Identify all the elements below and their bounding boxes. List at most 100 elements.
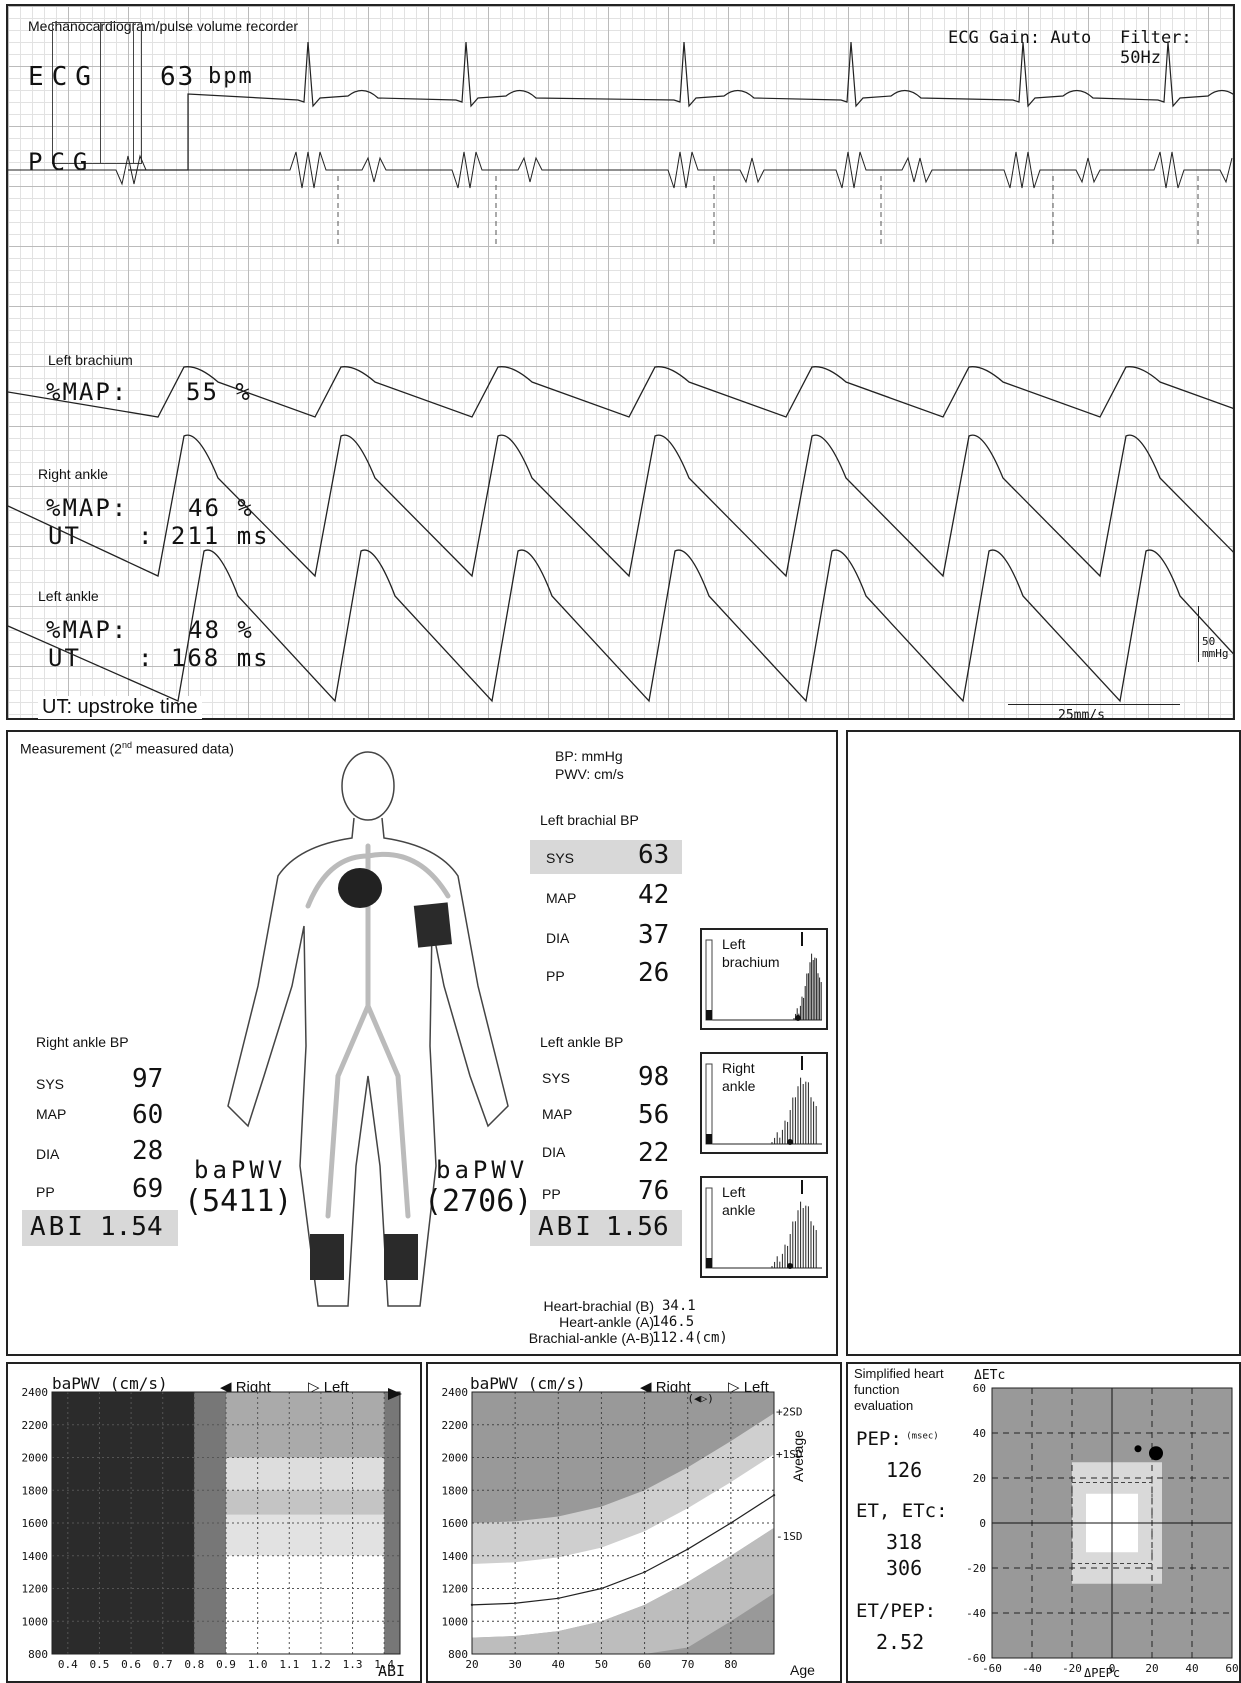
left-brachium-label: Left brachium	[48, 352, 133, 368]
mini-point	[795, 1015, 801, 1021]
ecg-calibration-box	[52, 22, 134, 164]
pressure-scale-label: 50 mmHg	[1202, 635, 1229, 660]
chart2-ytick-1200: 1200	[442, 1583, 469, 1596]
right-ankle-ut-value: : 211 ms	[138, 522, 270, 550]
chart2-band-label-0: +2SD	[776, 1406, 803, 1419]
left-ankle-trace	[8, 549, 1233, 703]
units-pwv: PWV: cm/s	[555, 766, 624, 782]
chart-heart-panel: Simplified heart function evaluation PEP…	[846, 1362, 1241, 1683]
right-ankle-sys: 97	[132, 1064, 164, 1094]
right-ankle-sys-label: SYS	[36, 1076, 65, 1092]
chart2-xtick-60: 60	[638, 1658, 651, 1671]
right-abi-box	[22, 1210, 178, 1246]
distance-brachial-ankle-label: Brachial-ankle (A-B)	[528, 1330, 654, 1346]
chart3-ytick--20: -20	[966, 1562, 986, 1575]
mini-level-fill	[706, 1134, 712, 1144]
chart1-ytick-2000: 2000	[22, 1452, 49, 1465]
ecg-calibration-box-2	[100, 22, 142, 164]
left-brachial-sys-label: SYS	[546, 850, 575, 866]
bapwv-left-label: baPWV	[436, 1156, 529, 1184]
abi-border-zone	[194, 1392, 226, 1654]
pcg-trace	[8, 151, 1233, 189]
chart2-xtick-70: 70	[681, 1658, 694, 1671]
right-ankle-cuff	[310, 1234, 344, 1280]
right-ankle-map-value: 46 %	[188, 494, 254, 522]
left-brachial-dia: 37	[638, 920, 670, 950]
chart2-ytick-1400: 1400	[442, 1550, 469, 1563]
mini-chart-1-bars	[705, 932, 822, 1021]
left-brachium-trace	[8, 366, 1233, 418]
chart2-xtick-50: 50	[595, 1658, 608, 1671]
pwv-high-zone	[226, 1392, 385, 1458]
chart2-ytick-1600: 1600	[442, 1517, 469, 1530]
distance-brachial-ankle: 112.4(cm)	[652, 1330, 728, 1346]
mini-chart-1-line2: brachium	[722, 954, 780, 970]
mini-chart-1-line1: Left	[722, 936, 746, 952]
left-ankle-map-value: 48 %	[188, 616, 254, 644]
chart2-xtick-30: 30	[509, 1658, 522, 1671]
chart3-ratio-label: ET/PEP:	[856, 1600, 937, 1622]
chart2-xtick-40: 40	[552, 1658, 565, 1671]
chart2-band-1sd	[472, 1454, 774, 1638]
chart3-xtick-60: 60	[1225, 1662, 1238, 1675]
right-ankle-map: 60	[132, 1100, 164, 1130]
ecg-trace	[187, 41, 1233, 108]
chart1-xtick-0.8: 0.8	[184, 1658, 204, 1671]
distance-heart-brachial: 34.1	[662, 1298, 696, 1314]
arm-cuff	[413, 902, 452, 948]
units-bp: BP: mmHg	[555, 748, 623, 764]
left-ankle-map-label: MAP	[542, 1106, 573, 1122]
measurement-panel: Measurement (2nd measured data) BP: mmHg…	[6, 730, 838, 1356]
left-abi-box	[530, 1210, 682, 1246]
chart3-title: Simplified heart function evaluation	[854, 1366, 944, 1413]
left-brachial-title: Left brachial BP	[540, 812, 639, 828]
mini-level-fill	[706, 1010, 712, 1020]
mini-level-fill	[706, 1258, 712, 1268]
chart1-ytick-1000: 1000	[22, 1615, 49, 1628]
chart1-ytick-2400: 2400	[22, 1386, 49, 1399]
chart2-frame	[471, 1391, 775, 1655]
left-brachial-pp: 26	[638, 958, 670, 988]
chart2-ytick-1000: 1000	[442, 1615, 469, 1628]
chart3-xtick-40: 40	[1185, 1662, 1198, 1675]
right-ankle-map-label: %MAP:	[46, 494, 129, 522]
left-ankle-dia-label: DIA	[542, 1144, 566, 1160]
chart3-ylabel: ΔETc	[974, 1368, 1006, 1383]
mini-chart-2-line1: Right	[722, 1060, 755, 1076]
chart2-band-below	[472, 1527, 774, 1654]
chart1-xtick-0.6: 0.6	[121, 1658, 141, 1671]
mini-point	[787, 1139, 793, 1145]
chart3-pep-unit: (msec)	[906, 1431, 939, 1442]
pwv-mid2-zone	[226, 1490, 385, 1515]
ecg-label: ECG	[28, 62, 99, 92]
right-ankle-dia-label: DIA	[36, 1146, 60, 1162]
chart1-xtick-1.2: 1.2	[311, 1658, 331, 1671]
chart3-et-label: ET, ETc:	[856, 1500, 948, 1522]
mini-point	[787, 1263, 793, 1269]
left-ankle-pp-label: PP	[542, 1186, 561, 1202]
chart1-offscale-marker	[388, 1388, 402, 1400]
ut-note: UT: upstroke time	[38, 696, 202, 719]
bapwv-right-label: baPWV	[194, 1156, 287, 1184]
right-ankle-map-label: MAP	[36, 1106, 67, 1122]
chart3-pep-label-text: PEP:	[856, 1428, 902, 1450]
waveform-traces	[8, 41, 1233, 703]
right-ankle-dia: 28	[132, 1136, 164, 1166]
chart3-ratio: 2.52	[876, 1630, 925, 1654]
left-brachial-sys: 63	[638, 840, 670, 870]
chart1-legend-right-icon: ◀	[220, 1379, 232, 1396]
chart1-frame	[51, 1391, 401, 1655]
chart2-ytick-2200: 2200	[442, 1419, 469, 1432]
left-ankle-sys: 98	[638, 1062, 670, 1092]
chart1-ytick-1200: 1200	[22, 1583, 49, 1596]
chart3-point-1	[1134, 1445, 1142, 1453]
chart2-legend-right-icon: ◀	[640, 1379, 652, 1396]
left-brachial-map: 42	[638, 880, 670, 910]
right-ankle-label: Right ankle	[38, 466, 109, 482]
mini-chart-3-line1: Left	[722, 1184, 746, 1200]
chart1-xtick-1.3: 1.3	[343, 1658, 363, 1671]
chart2-xlabel: Age	[790, 1662, 815, 1678]
